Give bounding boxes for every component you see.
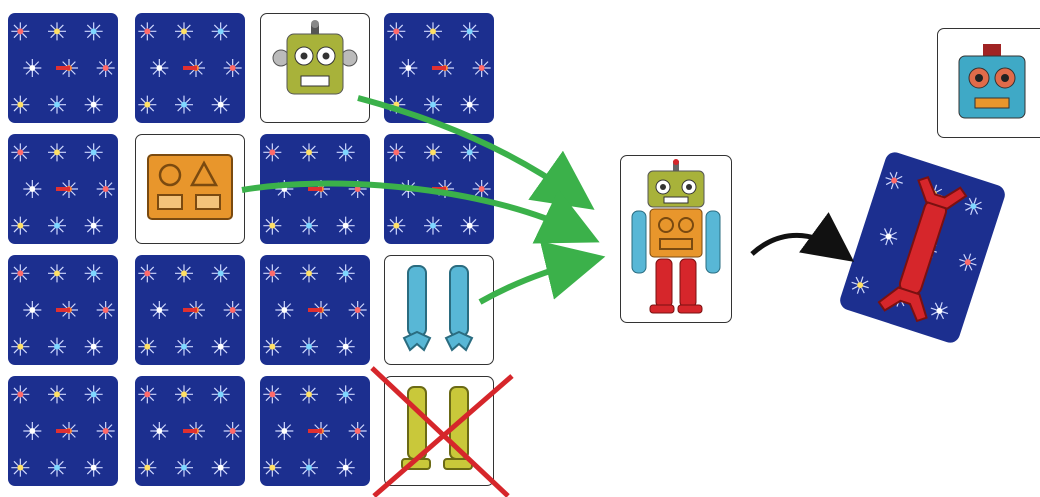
arms-card[interactable]	[384, 255, 494, 365]
robot-legs-icon	[394, 381, 484, 481]
arrow-icon	[478, 241, 606, 305]
card-back[interactable]	[135, 376, 245, 486]
body-card[interactable]	[135, 134, 245, 244]
next-head-card	[937, 28, 1040, 138]
robot-head-icon	[958, 44, 1026, 119]
card-back[interactable]	[384, 134, 494, 244]
card-back[interactable]	[8, 134, 118, 244]
card-back[interactable]	[260, 255, 370, 365]
next-legs-card-back[interactable]	[837, 149, 1008, 346]
robot-leg-icon	[851, 171, 983, 323]
card-back[interactable]	[260, 134, 370, 244]
arrow-icon	[750, 212, 855, 262]
robot-arms-icon	[394, 260, 484, 360]
card-back[interactable]	[8, 376, 118, 486]
card-back[interactable]	[384, 13, 494, 123]
card-back[interactable]	[135, 13, 245, 123]
card-back[interactable]	[135, 255, 245, 365]
robot-head-icon	[267, 18, 363, 118]
card-back[interactable]	[260, 376, 370, 486]
assembled-robot-card	[620, 155, 732, 323]
card-back[interactable]	[8, 13, 118, 123]
robot-body-icon	[142, 147, 238, 231]
head-card[interactable]	[260, 13, 370, 123]
card-back[interactable]	[8, 255, 118, 365]
robot-icon	[631, 159, 721, 314]
legs-card[interactable]	[384, 376, 494, 486]
